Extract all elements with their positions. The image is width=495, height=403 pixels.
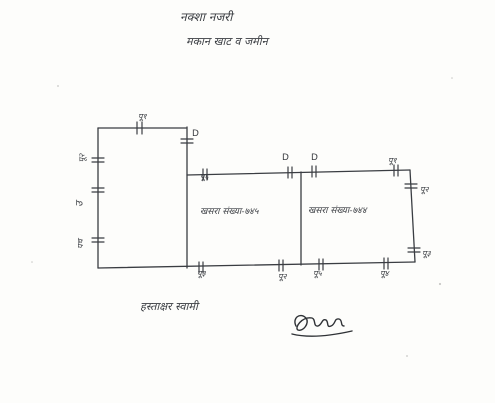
edge-label-left-1: पू२: [77, 153, 87, 163]
edge-label-right-2: पू३: [422, 249, 431, 258]
paper-speck: [451, 77, 453, 79]
edge-label-right-top: पू१: [388, 156, 397, 165]
edge-label-top-left: पू१: [138, 112, 147, 121]
corner-mark: D: [282, 153, 289, 163]
sketch-title-line-2: मकान खाट व जमीन: [186, 35, 268, 48]
edge-label-bottom-1: पू३: [197, 269, 206, 278]
bottom-edge: [97, 261, 416, 269]
owner-signature-icon: [291, 314, 353, 337]
edge-label-bottom-3: पू५: [313, 269, 322, 278]
paper-speck: [31, 261, 33, 263]
edge-label-left-3: पच: [75, 239, 85, 249]
paper-speck: [406, 355, 408, 357]
edge-label-right-1: पू२: [420, 185, 429, 194]
edge-label-mid-top: पू६: [200, 172, 209, 181]
paper-speck: [438, 282, 442, 286]
plot-label-745: खसरा संख्या-७४५: [200, 207, 259, 217]
edge-label-bottom-4: पू४: [380, 269, 389, 278]
plot-label-744: खसरा संख्या-७४४: [308, 206, 367, 216]
edge-label-bottom-2: पू२: [278, 272, 287, 281]
signature-caption: हस्ताक्षर स्वामी: [140, 300, 198, 313]
edge-label-left-2: उ: [74, 201, 86, 207]
plots-top-edge: [186, 169, 411, 176]
sketch-title-line-1: नक्शा नजरी: [180, 10, 233, 24]
paper-speck: [57, 85, 59, 87]
corner-mark: D: [311, 153, 318, 163]
corner-mark: D: [192, 129, 199, 139]
plots-right-edge: [409, 169, 416, 263]
